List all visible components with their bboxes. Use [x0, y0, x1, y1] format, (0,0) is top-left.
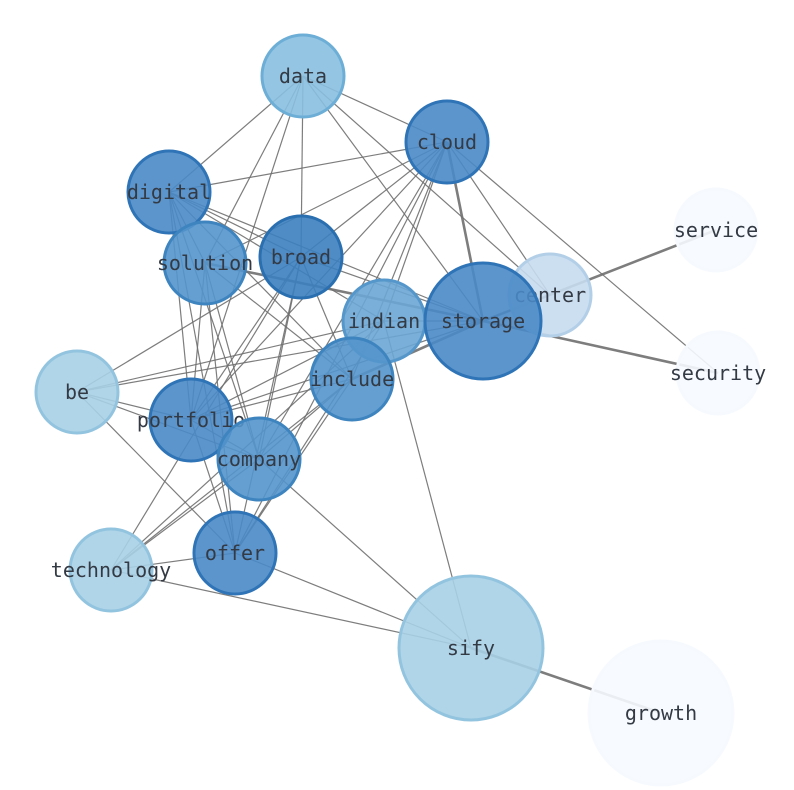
node-include: include: [309, 336, 395, 422]
node-label-solution: solution: [157, 251, 253, 275]
node-sify: sify: [397, 574, 545, 722]
node-technology: technology: [51, 527, 171, 613]
node-circle-security: [675, 330, 761, 416]
node-security: security: [670, 330, 766, 416]
node-offer: offer: [192, 510, 278, 596]
node-label-data: data: [279, 64, 327, 88]
node-portfolio: portfolio: [137, 377, 245, 463]
node-label-service: service: [674, 218, 758, 242]
nodes-layer: dataclouddigitalservicebroadsolutioncent…: [34, 33, 766, 787]
node-circle-data: [260, 33, 346, 119]
node-label-sify: sify: [447, 636, 495, 660]
edge-cloud-digital: [168, 141, 448, 193]
node-label-portfolio: portfolio: [137, 408, 245, 432]
node-circle-be: [34, 349, 120, 435]
node-service: service: [673, 187, 759, 273]
node-circle-include: [309, 336, 395, 422]
node-label-storage: storage: [441, 309, 525, 333]
node-label-cloud: cloud: [417, 130, 477, 154]
edge-data-center: [302, 75, 551, 296]
edge-cloud-solution: [204, 141, 448, 264]
edge-data-portfolio: [190, 75, 304, 421]
node-broad: broad: [258, 214, 344, 300]
node-circle-sify: [397, 574, 545, 722]
node-label-include: include: [310, 367, 394, 391]
node-circle-portfolio: [148, 377, 234, 463]
node-circle-solution: [162, 220, 248, 306]
node-circle-cloud: [404, 99, 490, 185]
edge-broad-offer: [234, 256, 302, 554]
node-digital: digital: [126, 149, 212, 235]
node-cloud: cloud: [404, 99, 490, 185]
node-label-be: be: [65, 380, 89, 404]
node-label-indian: indian: [348, 309, 420, 333]
node-storage: storage: [423, 261, 543, 381]
node-growth: growth: [587, 639, 735, 787]
node-label-growth: growth: [625, 701, 697, 725]
edge-cloud-security: [446, 141, 719, 374]
node-be: be: [34, 349, 120, 435]
node-circle-service: [673, 187, 759, 273]
node-data: data: [260, 33, 346, 119]
node-circle-storage: [423, 261, 543, 381]
node-label-security: security: [670, 361, 766, 385]
node-label-technology: technology: [51, 558, 171, 582]
node-label-digital: digital: [127, 180, 211, 204]
edge-indian-be: [76, 320, 385, 393]
node-circle-digital: [126, 149, 212, 235]
node-label-offer: offer: [205, 541, 265, 565]
node-circle-offer: [192, 510, 278, 596]
node-solution: solution: [157, 220, 253, 306]
node-circle-growth: [587, 639, 735, 787]
node-label-broad: broad: [271, 245, 331, 269]
node-circle-technology: [68, 527, 154, 613]
node-circle-company: [216, 416, 302, 502]
edge-broad-be: [76, 256, 302, 393]
node-company: company: [216, 416, 302, 502]
node-label-company: company: [217, 447, 301, 471]
node-circle-broad: [258, 214, 344, 300]
